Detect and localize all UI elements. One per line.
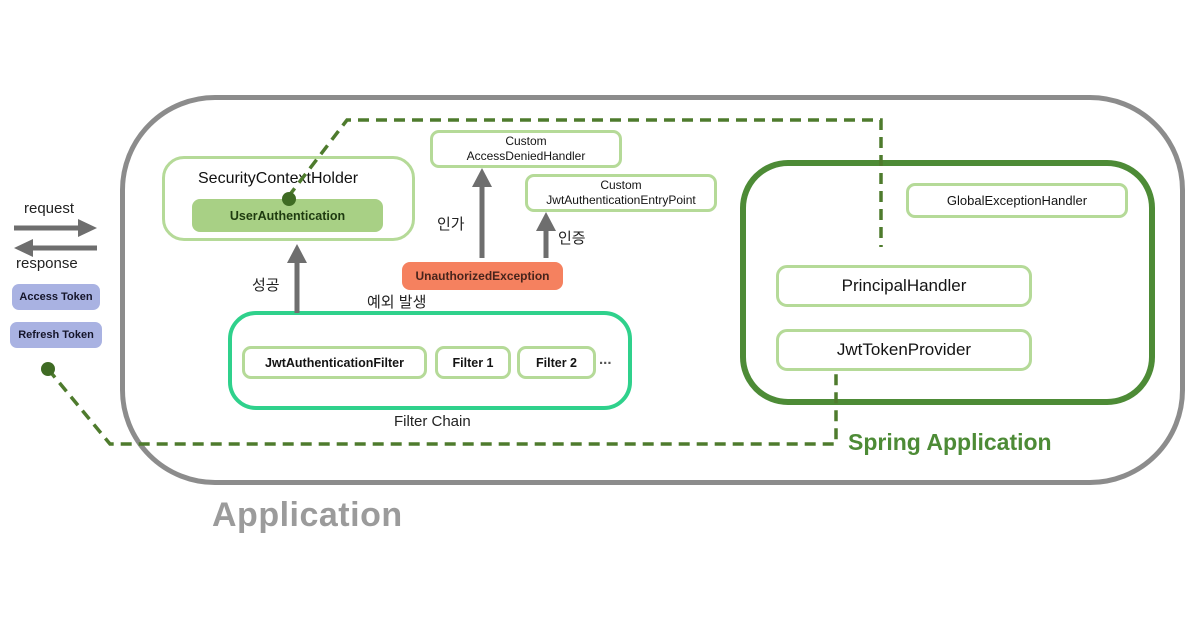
filter-1-box: Filter 1 bbox=[435, 346, 511, 379]
unauthorized-exception-box: UnauthorizedException bbox=[402, 262, 563, 290]
access-token-badge: Access Token bbox=[12, 284, 100, 310]
spring-application-label: Spring Application bbox=[848, 429, 1052, 455]
custom-access-denied-handler-box: Custom AccessDeniedHandler bbox=[430, 130, 622, 168]
success-label: 성공 bbox=[252, 277, 280, 294]
filter-2-box: Filter 2 bbox=[517, 346, 596, 379]
request-arrow-icon bbox=[14, 219, 97, 237]
authorization-label: 인가 bbox=[437, 216, 465, 233]
custom-jwt-authentication-entry-point-line2: JwtAuthenticationEntryPoint bbox=[546, 193, 696, 207]
client-token-dot bbox=[41, 362, 55, 376]
user-authentication-box: UserAuthentication bbox=[192, 199, 383, 232]
filter-chain-label: Filter Chain bbox=[394, 413, 471, 430]
security-context-holder-title: SecurityContextHolder bbox=[198, 170, 359, 187]
custom-jwt-authentication-entry-point-line1: Custom bbox=[600, 178, 642, 192]
custom-jwt-authentication-entry-point-box: Custom JwtAuthenticationEntryPoint bbox=[525, 174, 717, 212]
request-label: request bbox=[24, 200, 75, 217]
response-label: response bbox=[16, 255, 78, 272]
exception-occurs-label: 예외 발생 bbox=[367, 294, 427, 311]
custom-access-denied-handler-line1: Custom bbox=[505, 134, 547, 148]
global-exception-handler-box: GlobalExceptionHandler bbox=[906, 183, 1128, 218]
authentication-label: 인증 bbox=[558, 230, 586, 247]
spring-application-box bbox=[740, 160, 1155, 405]
jwt-token-provider-box: JwtTokenProvider bbox=[776, 329, 1032, 371]
custom-access-denied-handler-line2: AccessDeniedHandler bbox=[466, 149, 586, 163]
principal-handler-box: PrincipalHandler bbox=[776, 265, 1032, 307]
refresh-token-badge: Refresh Token bbox=[10, 322, 102, 348]
application-label: Application bbox=[212, 496, 403, 534]
jwt-authentication-filter-box: JwtAuthenticationFilter bbox=[242, 346, 427, 379]
filter-ellipsis: ... bbox=[599, 351, 612, 368]
application-container bbox=[120, 95, 1185, 485]
